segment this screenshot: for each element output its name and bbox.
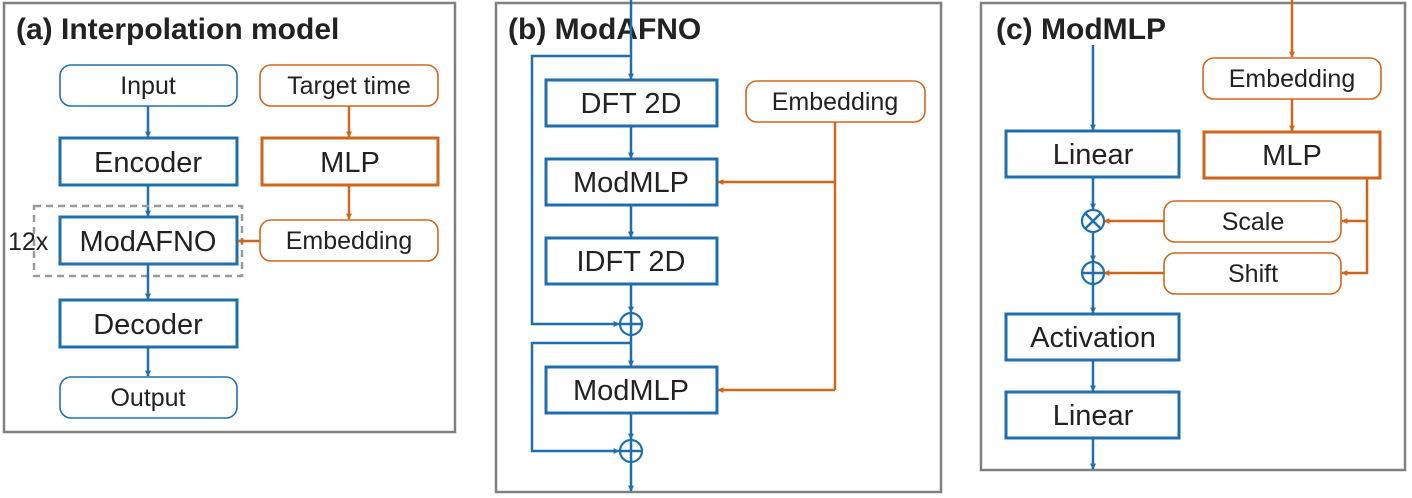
panel-a-title: (a) Interpolation model: [16, 13, 339, 46]
dft-label: DFT 2D: [581, 88, 682, 120]
repeat-label: 12x: [8, 228, 49, 256]
scale-node: Scale: [1163, 200, 1342, 243]
mlp-block-c: MLP: [1202, 130, 1382, 180]
embedding-node-c: Embedding: [1202, 57, 1382, 100]
embedding-label-b: Embedding: [772, 88, 898, 116]
output-node: Output: [59, 376, 238, 419]
add-op-c: [1080, 260, 1106, 286]
output-label: Output: [110, 384, 185, 412]
target-time-label: Target time: [287, 72, 411, 100]
embedding-label-c: Embedding: [1229, 65, 1355, 93]
shift-node: Shift: [1163, 252, 1342, 295]
shift-label: Shift: [1228, 260, 1278, 288]
linear-block-1: Linear: [1004, 129, 1181, 179]
embedding-node-b: Embedding: [745, 80, 926, 123]
panel-c-title: (c) ModMLP: [996, 13, 1166, 46]
modafno-block: ModAFNO: [58, 215, 239, 266]
residual-skip-2: [530, 341, 631, 454]
panel-b-title: (b) ModAFNO: [508, 13, 701, 46]
decoder-block: Decoder: [58, 298, 239, 349]
target-time-node: Target time: [259, 64, 439, 107]
embedding-node-a: Embedding: [259, 219, 439, 262]
residual-skip-1: [530, 54, 631, 327]
panel-c: (c) ModMLP Embedding MLP Scale Shift: [979, 0, 1407, 472]
idft-label: IDFT 2D: [576, 246, 685, 278]
modmlp-block-1: ModMLP: [544, 157, 719, 207]
encoder-block: Encoder: [58, 136, 239, 187]
decoder-label: Decoder: [93, 309, 203, 341]
add-op-2: [618, 438, 644, 464]
panel-b: (b) ModAFNO DFT 2D Embedding ModMLP IDFT…: [494, 0, 943, 494]
arrow-mlp-shift: [1341, 221, 1369, 276]
modmlp-block-2: ModMLP: [544, 365, 719, 415]
add-op-1: [618, 311, 644, 337]
mlp-block-a: MLP: [260, 136, 440, 187]
scale-label: Scale: [1222, 208, 1285, 236]
modmlp-label-1: ModMLP: [573, 167, 689, 199]
modafno-label: ModAFNO: [80, 226, 217, 258]
multiply-op: [1080, 208, 1106, 234]
input-node: Input: [59, 64, 238, 107]
mlp-label-c: MLP: [1262, 140, 1322, 172]
activation-label: Activation: [1030, 322, 1156, 354]
dft-block: DFT 2D: [544, 78, 719, 128]
activation-block: Activation: [1004, 312, 1181, 362]
panel-a: (a) Interpolation model Input Target tim…: [2, 1, 457, 434]
modmlp-label-2: ModMLP: [573, 375, 689, 407]
linear-block-2: Linear: [1004, 390, 1181, 440]
idft-block: IDFT 2D: [544, 236, 719, 286]
linear-label-1: Linear: [1053, 139, 1134, 171]
encoder-label: Encoder: [94, 147, 202, 179]
embedding-label-a: Embedding: [286, 227, 412, 255]
input-label: Input: [120, 72, 176, 100]
mlp-label-a: MLP: [320, 147, 380, 179]
linear-label-2: Linear: [1053, 400, 1134, 432]
